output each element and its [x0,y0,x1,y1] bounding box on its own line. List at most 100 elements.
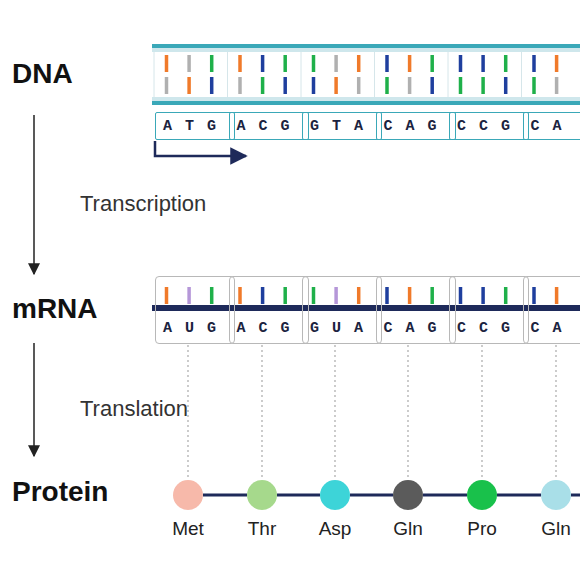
base-tick [165,55,169,72]
row-title: mRNA [12,293,98,325]
base-tick [504,55,508,72]
codon-letters: GUA [303,320,376,343]
dna-strand [152,44,580,52]
base-tick [261,77,265,94]
base-tick [385,77,389,94]
codon-leader [334,345,335,479]
codon-letters: GTA [303,118,376,135]
dna-codon: GTA [302,112,382,140]
amino-acid-circle: Asp [320,480,350,510]
codon-letters: CA [524,320,575,343]
base-tick [481,287,485,304]
codon-leader [555,345,556,479]
codon-leader [407,345,408,479]
dna-strand [152,97,580,105]
base-tick [334,287,338,304]
amino-acid-name: Met [172,518,204,540]
amino-acid-circle: Pro [467,480,497,510]
dna-codon: CA [523,112,580,140]
base-tick [408,77,412,94]
base-tick [312,77,316,94]
mrna-codon: CA [523,276,580,344]
mrna-strand [152,305,580,311]
cell-divider [154,52,155,97]
base-tick [357,287,361,304]
dna-codon: ATG [155,112,235,140]
base-tick [283,287,287,304]
base-tick [357,77,361,94]
amino-acid-name: Asp [319,518,352,540]
amino-acid-circle: Gln [541,480,571,510]
base-tick [283,77,287,94]
mrna-codon: GUA [302,276,382,344]
base-tick [334,77,338,94]
mrna-codon: AUG [155,276,235,344]
base-tick [430,55,434,72]
flow-arrow [33,343,35,456]
base-tick [238,77,242,94]
base-tick [481,77,485,94]
mrna-codon: CAG [376,276,456,344]
base-tick [532,55,536,72]
chain-line [571,494,580,497]
base-tick [283,55,287,72]
base-tick [187,55,191,72]
flow-arrow [33,115,35,274]
peptide-bond [350,494,393,497]
base-tick [312,55,316,72]
base-tick [459,77,463,94]
base-tick [238,55,242,72]
base-tick [504,77,508,94]
base-tick [459,55,463,72]
cell-divider [227,52,228,97]
base-tick [430,77,434,94]
peptide-bond [497,494,541,497]
dna-strand [152,101,580,105]
base-tick [210,77,214,94]
dna-strand [152,44,580,48]
base-tick [210,55,214,72]
base-tick [261,287,265,304]
cell-divider [374,52,375,97]
base-tick [312,287,316,304]
cell-divider [448,52,449,97]
base-tick [532,77,536,94]
codon-letters: CAG [377,118,450,135]
peptide-bond [203,494,247,497]
base-tick [165,287,169,304]
base-tick [459,287,463,304]
base-tick [334,55,338,72]
base-tick [481,55,485,72]
base-tick [532,287,536,304]
base-tick [187,77,191,94]
dna-codon: CAG [376,112,456,140]
dna-codon: ACG [229,112,309,140]
codon-letters: CCG [450,118,523,135]
codon-leader [481,345,482,479]
codon-letters: ACG [230,320,303,343]
codon-letters: ATG [156,118,229,135]
amino-acid-name: Gln [541,518,571,540]
base-tick [408,287,412,304]
base-tick [555,287,559,304]
amino-acid-circle: Met [173,480,203,510]
process-label: Transcription [80,191,206,217]
process-label: Translation [80,396,188,422]
start-arrow [155,141,246,156]
codon-letters: CCG [450,320,523,343]
mrna-codon: ACG [229,276,309,344]
amino-acid-name: Gln [393,518,423,540]
base-tick [238,287,242,304]
mrna-codon: CCG [449,276,529,344]
base-tick [210,287,214,304]
codon-letters: CAG [377,320,450,343]
base-tick [187,287,191,304]
peptide-bond [423,494,467,497]
base-tick [261,55,265,72]
dna-codon: CCG [449,112,529,140]
codon-leader [261,345,262,479]
amino-acid-name: Thr [248,518,277,540]
base-tick [385,287,389,304]
row-title: Protein [12,476,108,508]
amino-acid-name: Pro [467,518,497,540]
